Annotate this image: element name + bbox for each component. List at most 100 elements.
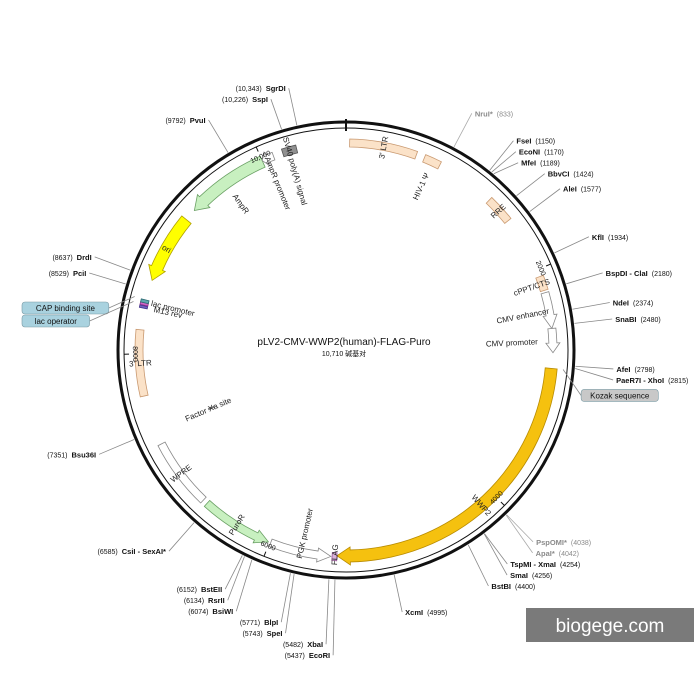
site-label: BstBI(4400): [491, 582, 535, 591]
site-pspomi: PspOMI*(4038): [506, 514, 591, 547]
site-name: RsrII: [208, 596, 225, 605]
site-label: SmaI(4256): [510, 571, 552, 580]
callout-lac-operator: lac operator: [21, 301, 134, 328]
site-label: (6074)BsiWI: [188, 607, 233, 616]
site-position: (6074): [188, 609, 208, 616]
flag-label: FLAG: [330, 544, 340, 565]
feature-rre: RRE: [485, 196, 512, 224]
site-leader: [208, 119, 229, 153]
fxa-label: Factor Xa site: [184, 395, 233, 423]
site-name: SpeI: [267, 629, 283, 638]
site-snabi: SnaBI(2480): [574, 315, 661, 324]
site-bsteii: (6152)BstEII: [177, 555, 243, 594]
site-position: (4400): [515, 584, 535, 591]
site-name: PspOMI*: [536, 538, 567, 547]
site-leader: [489, 140, 514, 171]
site-position: (6585): [98, 549, 118, 556]
site-label: TspMI - XmaI(4254): [510, 560, 580, 569]
site-name: MfeI: [521, 159, 536, 168]
site-label: (7351) Bsu36I: [47, 450, 96, 459]
site-name: PciI: [73, 269, 86, 278]
site-tspmi-xmai: TspMI - XmaI(4254): [484, 533, 580, 569]
site-label: AleI(1577): [563, 185, 601, 194]
site-position: (2180): [652, 271, 672, 278]
feature-pgk: PGK promoter: [268, 507, 332, 563]
feature-cmv-prom: CMV promoter: [486, 327, 561, 354]
site-position: (7351): [47, 452, 67, 459]
site-leader: [575, 368, 614, 381]
callout-kozak-sequence: Kozak sequence: [562, 369, 659, 402]
tick-label: 8000: [131, 346, 138, 362]
site-position: (1189): [540, 161, 560, 168]
puro-shape: [203, 499, 270, 544]
rre-shape: [485, 196, 512, 224]
site-label: (5771)BlpI: [240, 618, 278, 627]
site-label: PspOMI*(4038): [536, 538, 591, 547]
site-name: Bsu36I: [72, 450, 97, 459]
site-label: (5743)SpeI: [242, 629, 282, 638]
cmv-prom-label: CMV promoter: [486, 337, 539, 348]
ampr-prom-label: AmpR promoter: [263, 156, 293, 212]
site-leader: [506, 514, 534, 543]
site-leader: [94, 256, 131, 271]
site-name: CsiI -: [122, 547, 142, 556]
site-label: (8529)PciI: [49, 269, 87, 278]
site-bstbi: BstBI(4400): [467, 544, 535, 591]
site-leader: [453, 113, 473, 148]
ltr3-label: 3' LTR: [129, 358, 152, 368]
site-label: EcoNI(1170): [519, 148, 564, 157]
callout-label: Kozak sequence: [590, 391, 650, 400]
site-name: ApaI*: [536, 549, 555, 558]
site-label: NruI*(833): [475, 109, 513, 118]
site-paer7i-xhoi: PaeR7I - XhoI(2815): [575, 368, 688, 385]
feature-cmv-enh: CMV enhancer: [496, 291, 558, 330]
site-leader: [467, 544, 489, 587]
site-label: (6585)CsiI - SexAI*: [98, 547, 167, 556]
site-name: SnaBI: [615, 315, 636, 324]
site-leader: [516, 173, 545, 197]
ltr5-shape: [349, 138, 419, 160]
site-pcii: (8529)PciI: [49, 269, 126, 285]
watermark-text: biogege.com: [556, 616, 665, 637]
site-name: PvuI: [190, 116, 206, 125]
restriction-site-layer: NruI*(833) FseI(1150) EcoNI(1170) MfeI (1189…: [47, 84, 688, 660]
site-name: FseI: [516, 137, 531, 146]
feature-ampr: AmpR: [193, 155, 266, 216]
site-name: AleI: [563, 185, 577, 194]
ori-shape: [148, 215, 192, 282]
site-name: XbaI: [307, 640, 323, 649]
feature-flag: FLAG: [330, 544, 340, 565]
site-drdi: (8637)DrdI: [52, 253, 131, 271]
feature-wwp2: WWP2: [336, 367, 558, 566]
flag-shape: [331, 552, 338, 562]
site-position: (2815): [668, 378, 688, 385]
ori-label: ori: [160, 243, 172, 255]
tick-mark: [545, 263, 551, 267]
site-position: (6134): [184, 598, 204, 605]
ampr-prom-shape: [261, 150, 276, 167]
tick-mark: [500, 501, 505, 506]
site-position: (1170): [544, 150, 564, 157]
lacprom-shape: [140, 298, 150, 305]
site-position: (9792): [165, 118, 185, 125]
site-position: (4042): [559, 551, 579, 558]
ltr5-label: 3' LTR: [377, 135, 390, 159]
cppt-shape: [535, 274, 549, 293]
wpre-shape: [157, 441, 207, 504]
feature-ltr3: 3' LTR: [129, 328, 152, 398]
site-smai: SmaI(4256): [483, 533, 552, 580]
site-bspdi-clai: BspDI - ClaI(2180): [566, 269, 672, 285]
watermark: biogege.com: [526, 608, 694, 642]
feature-fxa: Factor Xa site: [184, 395, 233, 423]
site-name: TspMI - XmaI: [510, 560, 556, 569]
site-leader: [270, 99, 282, 130]
site-label: FseI(1150): [516, 137, 555, 146]
callout-leader: [108, 296, 135, 309]
tick-label: 2000: [534, 260, 547, 277]
sv40-shape: [280, 144, 299, 158]
site-leader: [575, 365, 614, 370]
hiv-psi-shape: [422, 154, 442, 170]
site-position: (5771): [240, 620, 260, 627]
